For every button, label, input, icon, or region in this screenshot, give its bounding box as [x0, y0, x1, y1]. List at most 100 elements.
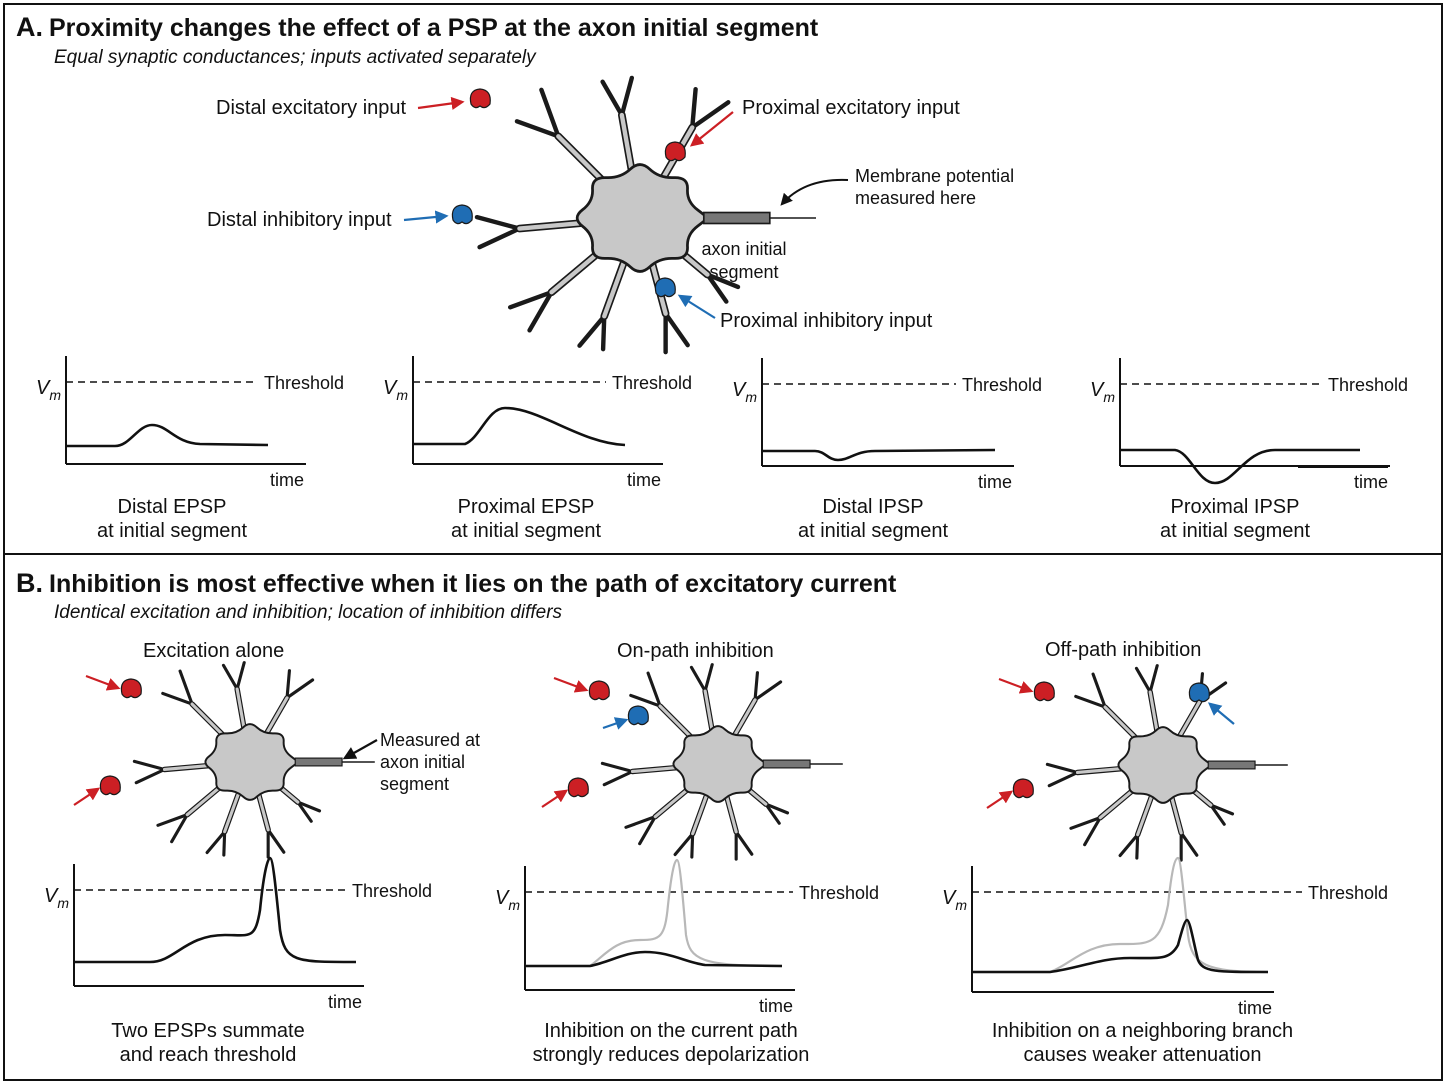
proximal-inhibitory-synapse — [654, 277, 676, 298]
y-axis-subscript: m — [955, 897, 967, 913]
axon-initial-segment-label: axon initial segment — [694, 238, 794, 284]
distal-inhibitory-arrow — [403, 210, 449, 224]
panel-a-subtitle: Equal synaptic conductances; inputs acti… — [54, 47, 536, 68]
caption-line: at initial segment — [450, 520, 602, 542]
panel-b-title-text: Inhibition is most effective when it lie… — [49, 570, 897, 598]
dendrite-fill — [1177, 699, 1202, 740]
excitatory-arrow — [85, 674, 121, 691]
dendrite-fill — [223, 789, 241, 834]
dendrite-branch — [1148, 664, 1159, 694]
dendrite-branch — [539, 87, 561, 139]
proximal-inhibitory-label: Proximal inhibitory input — [720, 310, 933, 332]
dendrite-branch — [514, 119, 561, 139]
dendrite-branch — [507, 290, 554, 310]
axon-initial-segment — [762, 759, 811, 769]
dendrite-branch — [296, 800, 313, 823]
trace — [762, 448, 996, 462]
measure-label-line2: measured here — [855, 188, 977, 208]
dendrite-fill — [256, 790, 270, 832]
panel-a-title-text: Proximity changes the effect of a PSP at… — [49, 14, 819, 42]
dendrite-fill — [703, 689, 715, 735]
dendrite-branch — [753, 671, 759, 702]
trace — [74, 856, 357, 964]
dendrite-fill — [1169, 793, 1183, 835]
synapse-bouton — [1012, 778, 1034, 799]
neuron-on-path — [567, 663, 843, 861]
distal-inhibitory-synapse — [451, 204, 473, 225]
measurement-site-label: Membrane potential measured here — [855, 165, 1014, 209]
caption-line: Inhibition on the current path — [544, 1020, 798, 1042]
dendrite-branch — [577, 313, 607, 348]
soma — [1117, 726, 1213, 804]
measured-at-label: Measured at axon initial segment — [380, 729, 480, 795]
excitatory-synapse — [567, 777, 589, 798]
dendrite-branch — [527, 290, 554, 333]
trace — [413, 406, 626, 447]
proximal-excitatory-arrow — [689, 111, 734, 147]
dendrite-branch — [690, 100, 731, 130]
synapse-bouton — [99, 775, 121, 796]
y-axis-label: Vm — [1090, 379, 1115, 405]
caption-line: Proximal EPSP — [457, 496, 595, 518]
axon-initial-segment — [1207, 760, 1256, 770]
caption-line: and reach threshold — [119, 1044, 297, 1066]
dendrite-branch — [235, 661, 246, 691]
ais-label-line2: segment — [709, 262, 779, 282]
excitatory-synapse — [1012, 778, 1034, 799]
figure-frame — [3, 3, 1443, 1081]
inhibitory-arrow — [602, 717, 629, 730]
synapse-bouton — [627, 705, 649, 726]
dendrite-branch — [170, 813, 189, 844]
caption-on-path: Inhibition on the current path strongly … — [516, 1019, 826, 1067]
threshold-label: Threshold — [612, 373, 692, 393]
dendrite-branch — [600, 761, 635, 774]
trace — [525, 950, 783, 968]
dendrite-branch — [734, 830, 754, 856]
y-axis-label: Vm — [36, 377, 61, 403]
y-axis-subscript: m — [1103, 389, 1115, 405]
trace — [1120, 448, 1360, 485]
soma — [575, 163, 711, 273]
dendrite-branch — [703, 663, 714, 693]
x-axis-label: time — [328, 992, 362, 1012]
synapse-bouton — [588, 680, 610, 701]
dendrite-branch — [477, 226, 522, 250]
dendrite-branch — [663, 311, 690, 348]
dendrite-branch — [1074, 694, 1107, 709]
panel-b-title: B.Inhibition is most effective when it l… — [16, 568, 896, 599]
panel-b-subtitle: Identical excitation and inhibition; loc… — [54, 602, 563, 623]
inhibitory-arrow — [1207, 702, 1235, 725]
dendrite-fill — [264, 696, 289, 737]
dendrite-branch — [1134, 666, 1152, 694]
dendrite-branch — [764, 802, 781, 825]
measurement-arrow — [780, 178, 849, 206]
synapse-bouton — [567, 777, 589, 798]
threshold-label: Threshold — [962, 375, 1042, 395]
dendrite-branch — [221, 663, 239, 691]
proximal-excitatory-synapse — [664, 141, 686, 162]
distal-excitatory-arrow — [417, 96, 465, 110]
dendrite-branch — [474, 214, 522, 231]
dendrite-branch — [629, 693, 662, 708]
neuron-off-path — [1012, 664, 1288, 862]
excitatory-arrow — [541, 789, 569, 808]
on-path-inhibitory-synapse — [627, 705, 649, 726]
caption-line: causes weaker attenuation — [1023, 1044, 1262, 1066]
dendrite-fill — [235, 687, 247, 733]
y-axis-subscript: m — [57, 895, 69, 911]
heading-excitation-alone: Excitation alone — [143, 640, 285, 662]
caption-distal-ipsp: Distal IPSP at initial segment — [773, 495, 973, 543]
excitatory-arrow — [998, 677, 1034, 694]
proximal-inhibitory-arrow — [677, 294, 716, 319]
dendrite-branch — [624, 815, 657, 829]
synapse-bouton — [654, 277, 676, 298]
caption-distal-epsp: Distal EPSP at initial segment — [72, 495, 272, 543]
x-axis-label: time — [1354, 472, 1388, 492]
dendrite-branch — [705, 272, 729, 304]
y-axis-label: Vm — [44, 885, 69, 911]
excitatory-synapse — [120, 678, 142, 699]
